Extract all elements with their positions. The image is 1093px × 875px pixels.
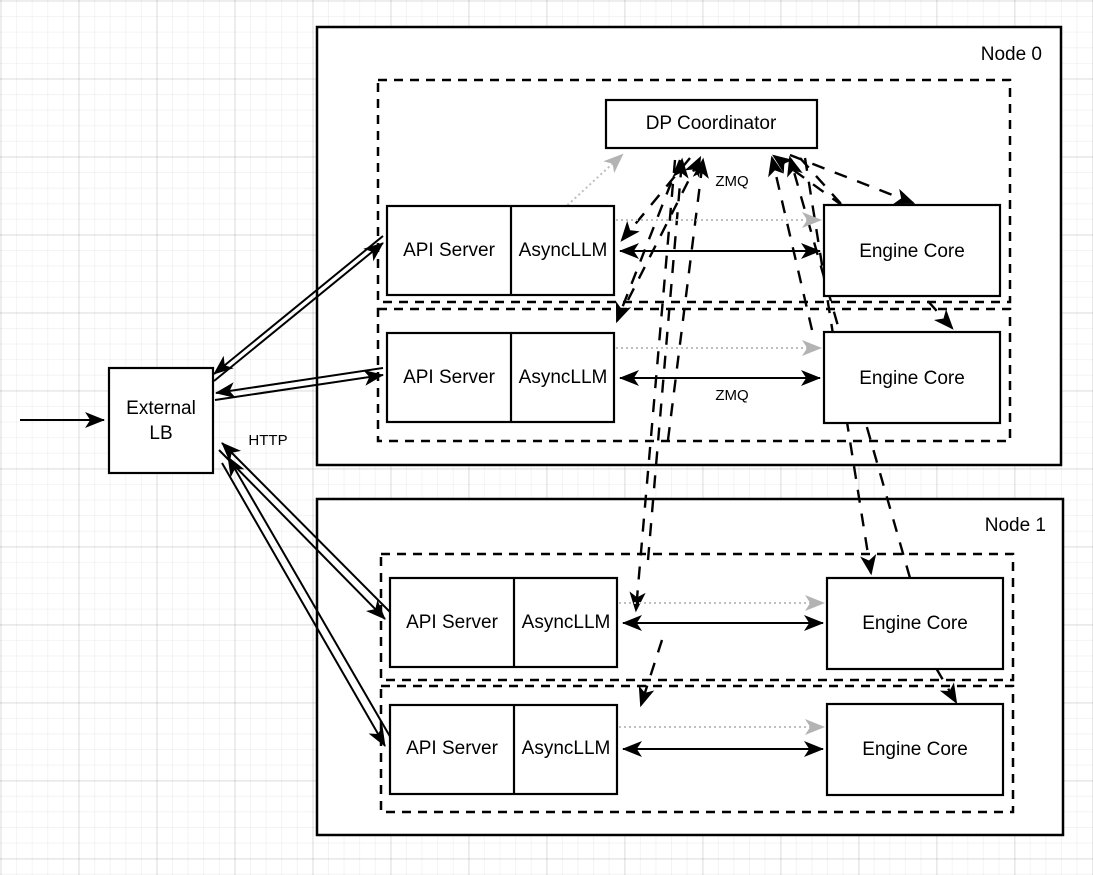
lb-to-node0-api-1-arrow — [214, 369, 384, 401]
node1-api-server-1-label: API Server — [406, 738, 499, 759]
node0-engine-core-0-label: Engine Core — [859, 241, 965, 262]
node1-api-1-to-lb-arrow — [227, 456, 393, 741]
node1-api-server-1-box[interactable] — [388, 703, 619, 796]
node1-asyncllm-0-label: AsyncLLM — [522, 612, 611, 633]
node0-api-server-1-box[interactable] — [385, 331, 616, 424]
node1-engine-core-0-box[interactable] — [825, 576, 1005, 671]
node0-engine-core-0-box[interactable] — [822, 203, 1002, 298]
node1-api-server-0-box[interactable] — [388, 576, 619, 669]
node0-asyncllm-0-dotted-to-coordinator — [559, 153, 624, 213]
coordinator-to-node1-asyncllm-1-line — [638, 639, 664, 708]
external-lb-label-line1: External — [126, 398, 196, 419]
node1-dp-group-0-container — [379, 552, 1015, 682]
coordinator-to-node0-asyncllm-0-line — [620, 157, 691, 242]
node1-engine-core-0-label: Engine Core — [862, 613, 968, 634]
lb-to-node1-api-1-arrow — [221, 462, 386, 747]
dp-coordinator-box[interactable] — [604, 98, 819, 150]
external-lb-box[interactable] — [107, 366, 215, 475]
node0-engine-1-to-coordinator-line — [768, 155, 814, 331]
coordinator-zmq-label: ZMQ — [715, 173, 748, 190]
node0-dp-group-0-container — [376, 78, 1012, 304]
node-1-label: Node 1 — [985, 515, 1046, 536]
coordinator-to-node1-engine-1-line — [934, 667, 958, 705]
node1-engine-core-1-label: Engine Core — [862, 739, 968, 760]
node0-asyncllm-1-label: AsyncLLM — [519, 367, 608, 388]
coordinator-to-node0-asyncllm-1-line — [615, 159, 682, 324]
node1-asyncllm-0-to-coordinator-line — [646, 157, 689, 561]
node1-api-server-0-label: API Server — [406, 612, 499, 633]
lb-to-node1-api-0-arrow — [218, 449, 386, 620]
coordinator-to-node1-asyncllm-0-line — [629, 159, 677, 613]
node0-api-1-to-lb-arrow — [215, 367, 384, 399]
node0-group-1-zmq-label: ZMQ — [715, 387, 748, 404]
node0-engine-core-1-box[interactable] — [822, 330, 1002, 425]
external-lb-label-line2: LB — [149, 423, 172, 444]
http-label: HTTP — [248, 432, 287, 449]
node0-asyncllm-0-label: AsyncLLM — [519, 240, 608, 261]
node0-asyncllm-0-to-coordinator-line — [626, 155, 702, 301]
dp-coordinator-label: DP Coordinator — [646, 113, 777, 134]
node0-engine-core-1-label: Engine Core — [859, 368, 965, 389]
node0-api-server-1-label: API Server — [403, 367, 496, 388]
lb-to-node0-api-0-arrow — [213, 242, 384, 382]
node0-api-server-0-box[interactable] — [385, 204, 616, 297]
node0-api-server-0-label: API Server — [403, 240, 496, 261]
node1-asyncllm-1-label: AsyncLLM — [522, 738, 611, 759]
node-0-label: Node 0 — [981, 44, 1042, 65]
node1-dp-group-1-container — [379, 684, 1015, 814]
node1-api-0-to-lb-arrow — [221, 442, 391, 613]
node1-engine-core-1-box[interactable] — [825, 702, 1005, 797]
node0-api-0-to-lb-arrow — [213, 235, 384, 375]
